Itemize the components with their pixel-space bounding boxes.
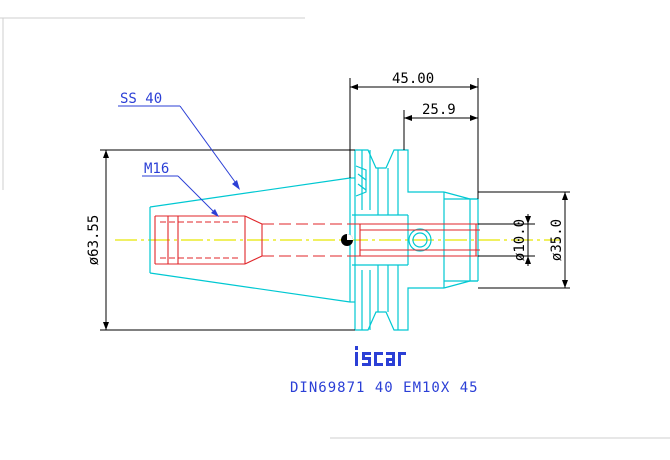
dim-shank-length: 25.9 xyxy=(422,102,456,118)
leader-arrows xyxy=(211,180,240,217)
dim-flange-diameter: ø63.55 xyxy=(86,215,102,266)
part-caption: DIN69871 40 EM10X 45 xyxy=(290,380,479,396)
frame-border xyxy=(0,17,670,439)
dimension-lines xyxy=(100,78,570,331)
label-taper: SS 40 xyxy=(120,91,162,107)
dimension-arrows xyxy=(103,84,568,330)
label-thread: M16 xyxy=(144,161,169,177)
dim-overall-length: 45.00 xyxy=(392,71,434,87)
tool-holder-outline xyxy=(149,149,479,331)
dim-body-diameter: ø35.0 xyxy=(549,219,565,261)
iscar-logo xyxy=(355,346,406,366)
hidden-bore-lines xyxy=(154,215,480,265)
dim-bore-diameter: ø10.0 xyxy=(512,219,528,261)
leader-lines xyxy=(118,105,239,215)
orientation-mark-cut xyxy=(347,234,353,240)
